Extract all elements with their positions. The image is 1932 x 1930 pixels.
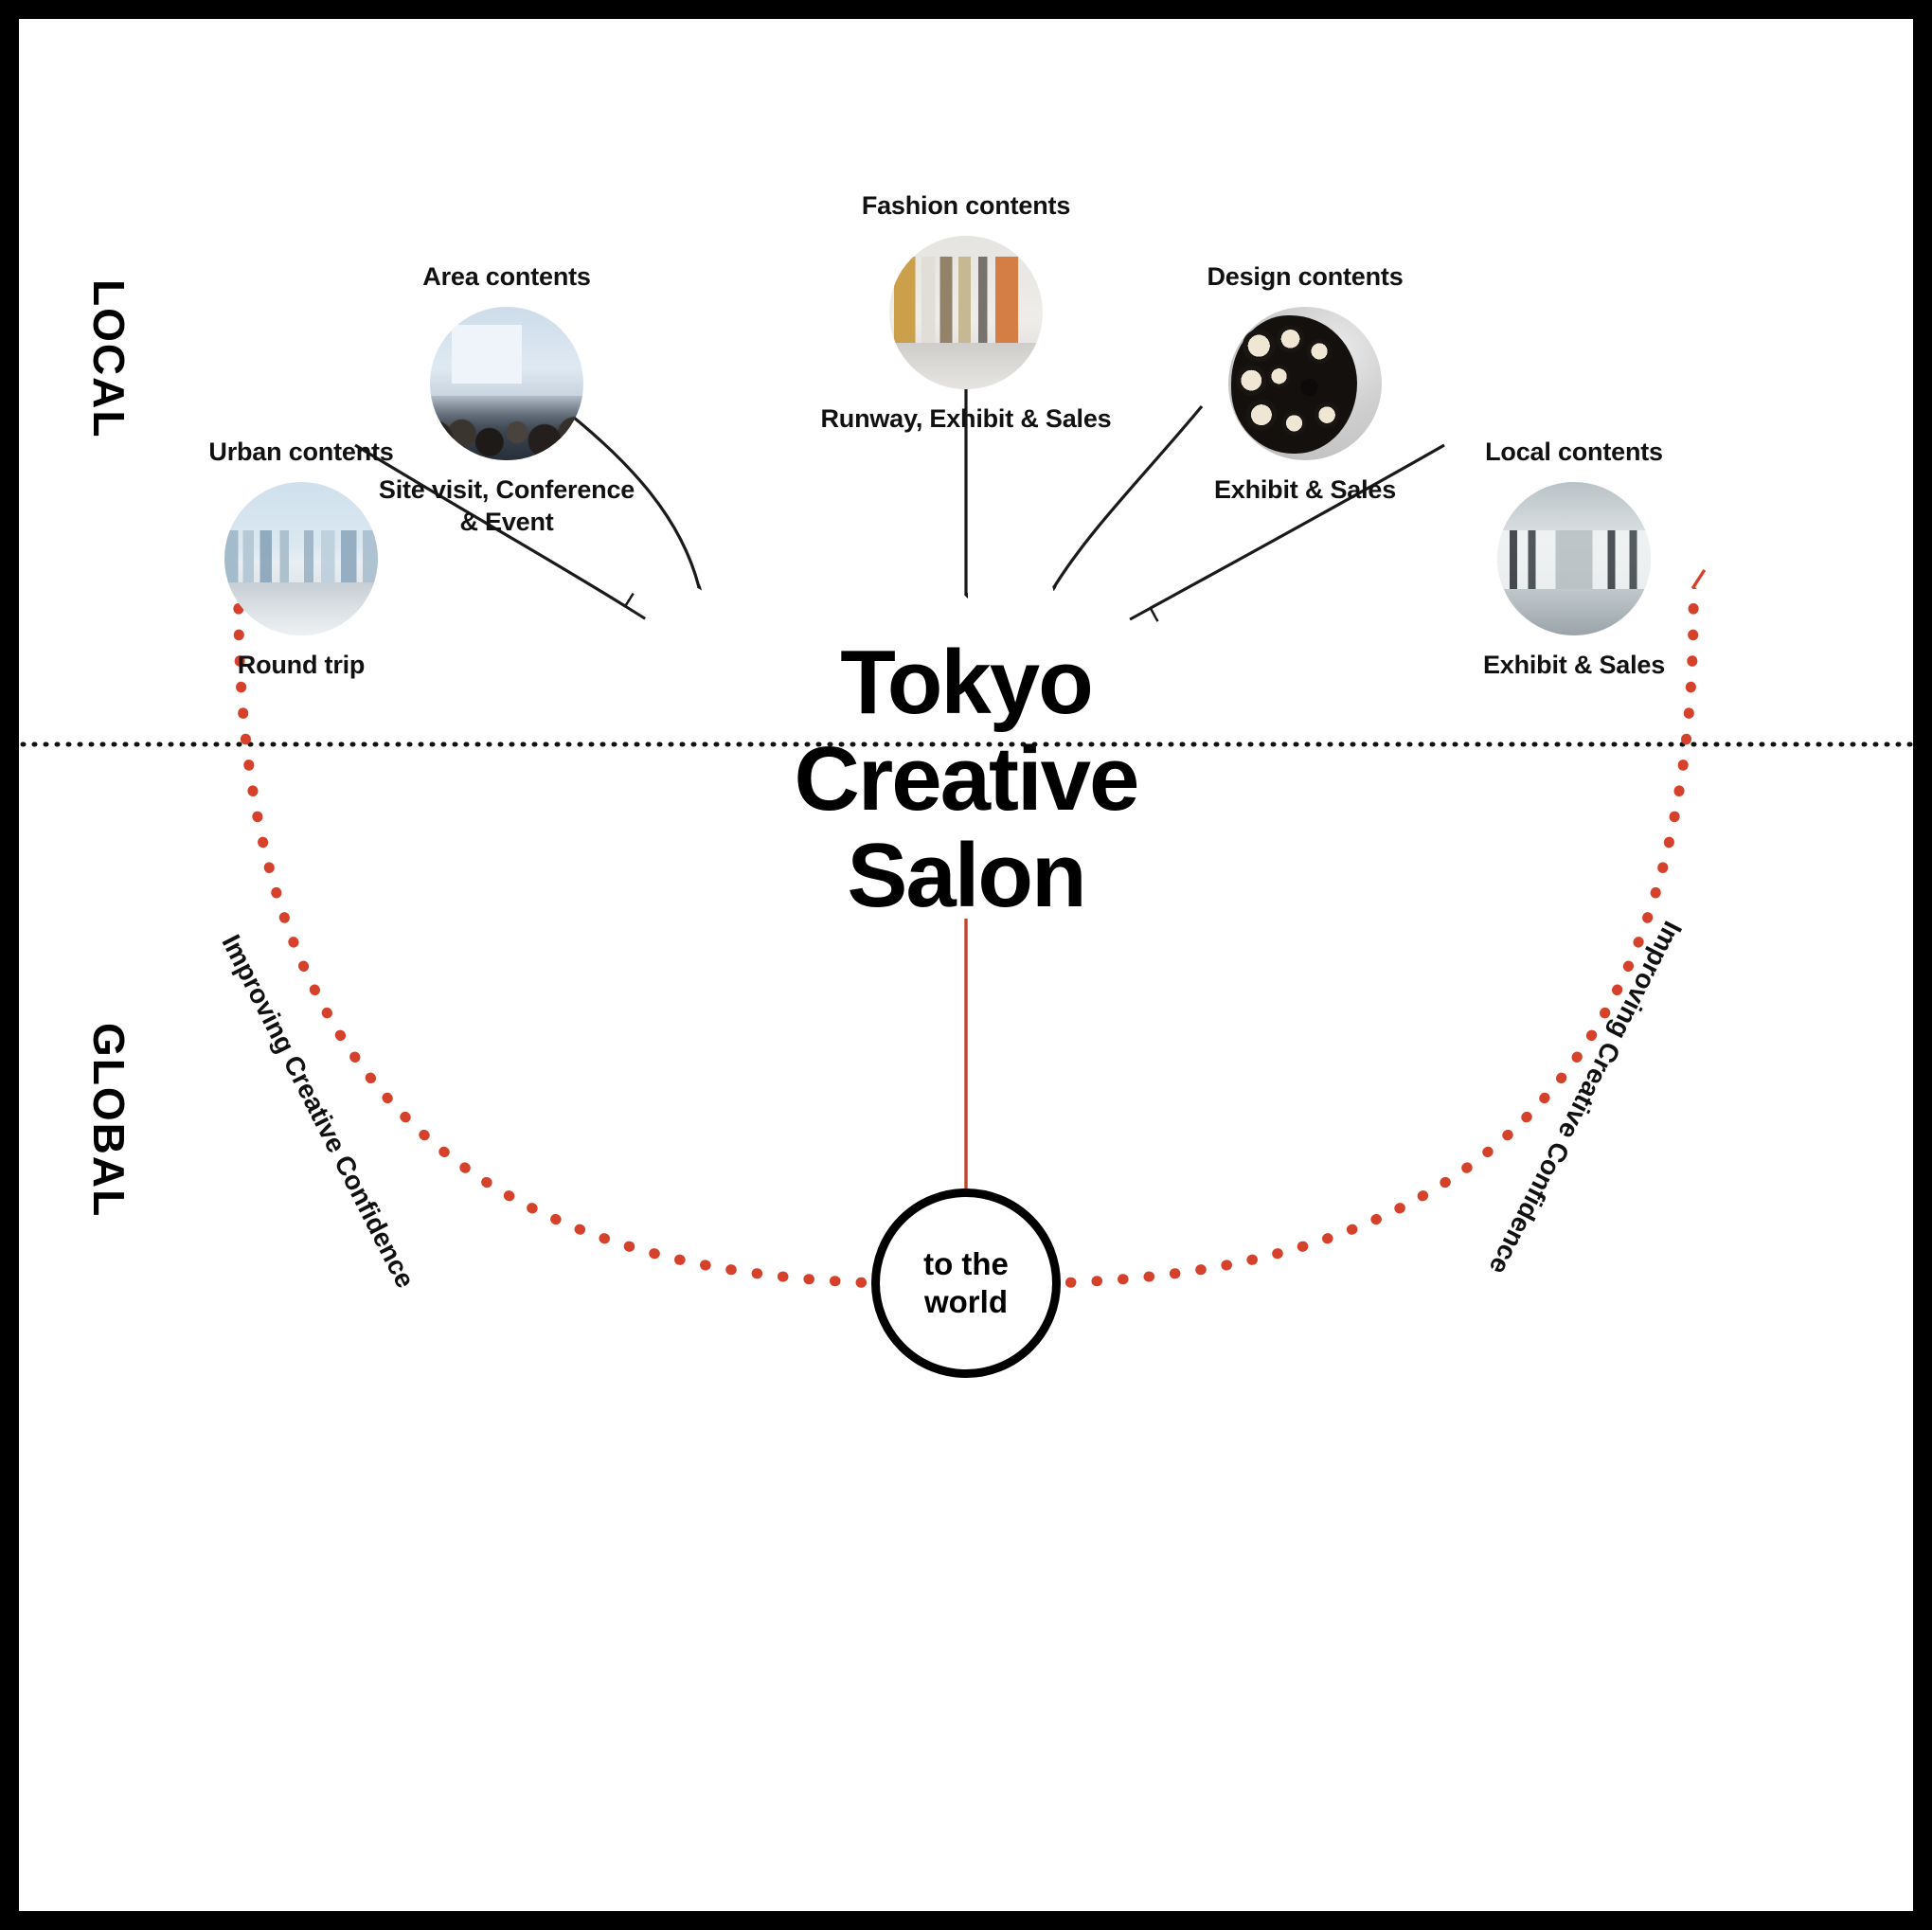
node-local-thumbnail: [1497, 481, 1651, 635]
node-fashion-subtitle: Runway, Exhibit & Sales: [820, 403, 1112, 433]
node-local-title: Local contents: [1485, 438, 1663, 466]
axis-label-global: GLOBAL: [84, 1023, 134, 1219]
node-area-title: Area contents: [422, 262, 591, 291]
diagram-canvas: Urban contents Round trip Area contents …: [19, 19, 1913, 1911]
node-urban-thumbnail: [224, 481, 378, 635]
node-design-title: Design contents: [1207, 262, 1404, 291]
node-urban-subtitle: Round trip: [237, 650, 366, 679]
node-urban-title: Urban contents: [208, 438, 394, 466]
gallery-interior-photo: [1497, 481, 1651, 635]
fashion-runway-photo: [889, 235, 1043, 389]
page-title: Tokyo Creative Salon: [794, 632, 1140, 926]
to-the-world-node[interactable]: to the world: [871, 1188, 1061, 1378]
loop-caption-right: Improving Creative Confidence: [1483, 916, 1688, 1279]
node-design-subtitle: Exhibit & Sales: [1213, 474, 1397, 504]
node-fashion-thumbnail: [889, 235, 1043, 389]
node-area-subtitle: Site visit, Conference & Event: [378, 474, 635, 537]
node-local-subtitle: Exhibit & Sales: [1482, 650, 1666, 679]
node-fashion[interactable]: Fashion contents Runway, Exhibit & Sales: [796, 189, 1136, 435]
node-area-thumbnail: [430, 306, 583, 460]
to-the-world-label: to the world: [923, 1245, 1009, 1319]
design-object-photo: [1228, 306, 1382, 460]
node-local[interactable]: Local contents Exhibit & Sales: [1404, 436, 1744, 681]
node-design[interactable]: Design contents Exhibit & Sales: [1135, 260, 1476, 506]
node-area[interactable]: Area contents Site visit, Conference & E…: [336, 260, 677, 539]
axis-label-local: LOCAL: [84, 279, 134, 439]
city-skyline-photo: [224, 481, 378, 635]
loop-caption-left: Improving Creative Confidence: [216, 930, 420, 1293]
conference-audience-photo: [430, 306, 583, 460]
node-urban[interactable]: Urban contents Round trip: [131, 436, 472, 681]
node-fashion-title: Fashion contents: [861, 191, 1071, 220]
node-design-thumbnail: [1228, 306, 1382, 460]
